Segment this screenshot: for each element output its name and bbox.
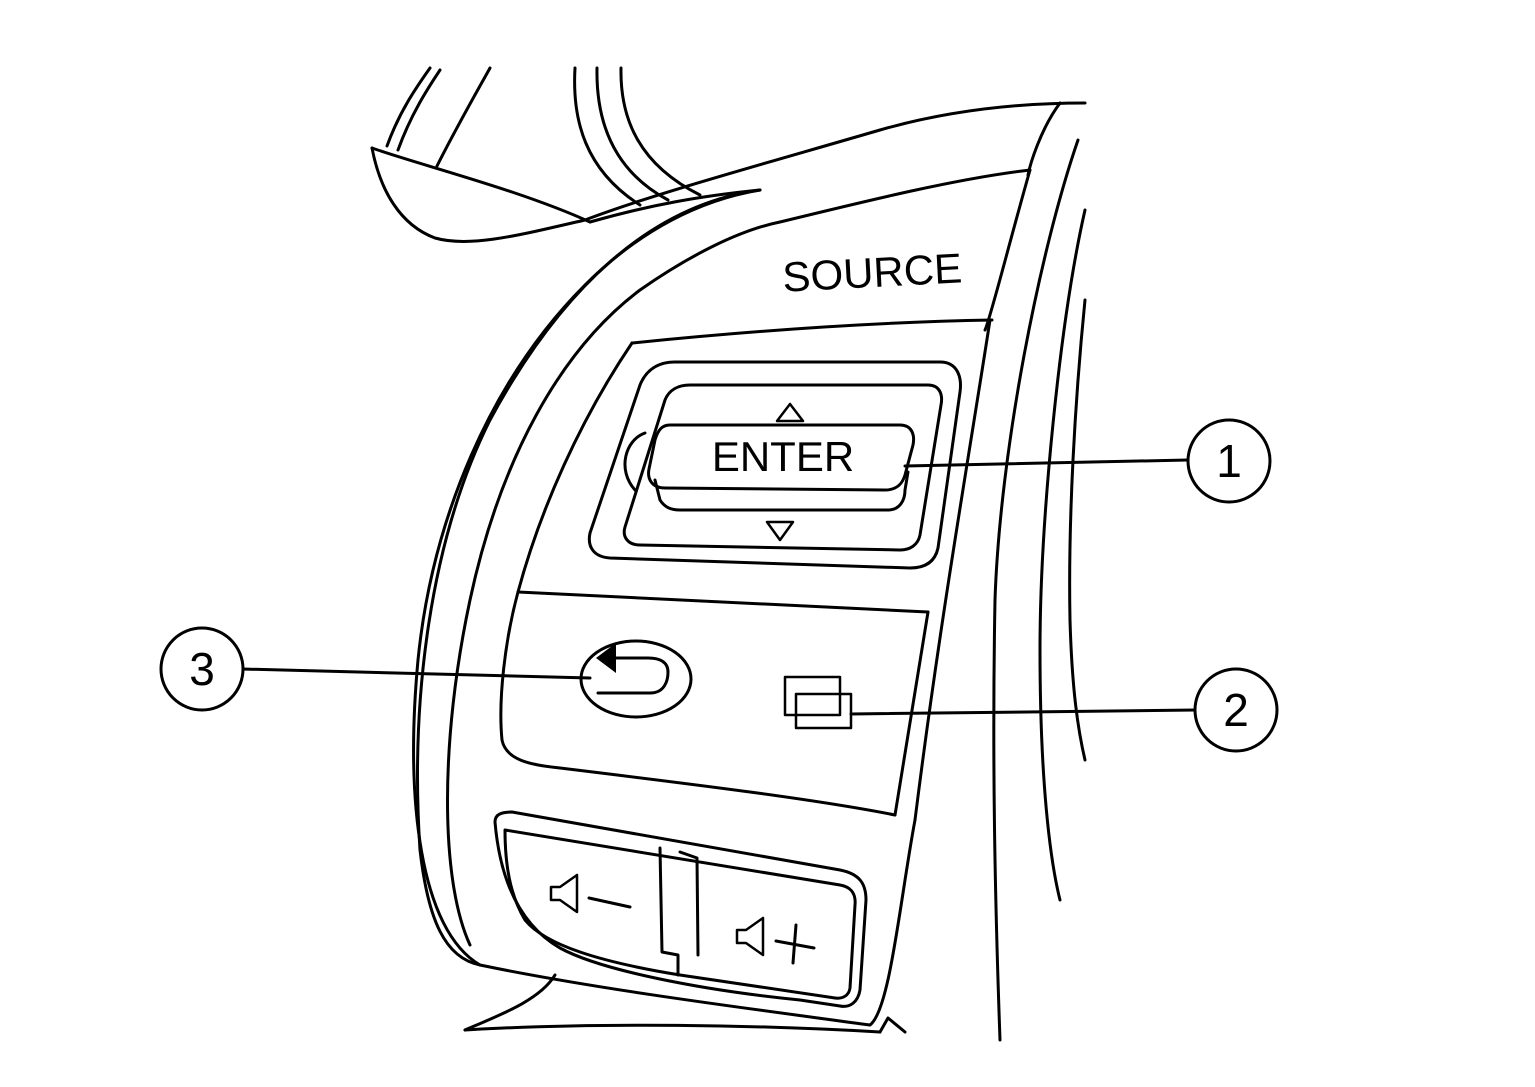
leader-lines	[240, 458, 1198, 716]
volume-rocker[interactable]	[493, 810, 868, 1008]
callout-2: 2	[1193, 667, 1279, 753]
back-arrow-icon	[596, 643, 670, 695]
callout-2-number: 2	[1223, 684, 1249, 736]
triangle-down-icon[interactable]	[765, 520, 795, 542]
back-button[interactable]	[579, 639, 693, 719]
callout-1: 1	[1186, 418, 1272, 504]
callout-3-number: 3	[189, 643, 215, 695]
display-toggle-icon	[783, 675, 853, 730]
callout-3: 3	[159, 626, 245, 712]
triangle-up-icon[interactable]	[775, 402, 805, 423]
source-label: SOURCE	[781, 244, 963, 300]
display-button[interactable]	[783, 675, 853, 730]
steering-wheel-outline	[370, 66, 1087, 1042]
speaker-plus-icon	[735, 916, 816, 965]
switch-housing	[412, 168, 1032, 1027]
callout-1-number: 1	[1216, 435, 1242, 487]
enter-button[interactable]: ENTER	[647, 423, 916, 492]
enter-rocker-switch[interactable]	[587, 360, 962, 570]
speaker-minus-icon	[549, 873, 632, 914]
volume-up-button[interactable]	[735, 916, 816, 965]
volume-down-button[interactable]	[549, 873, 632, 914]
enter-label: ENTER	[712, 433, 854, 480]
